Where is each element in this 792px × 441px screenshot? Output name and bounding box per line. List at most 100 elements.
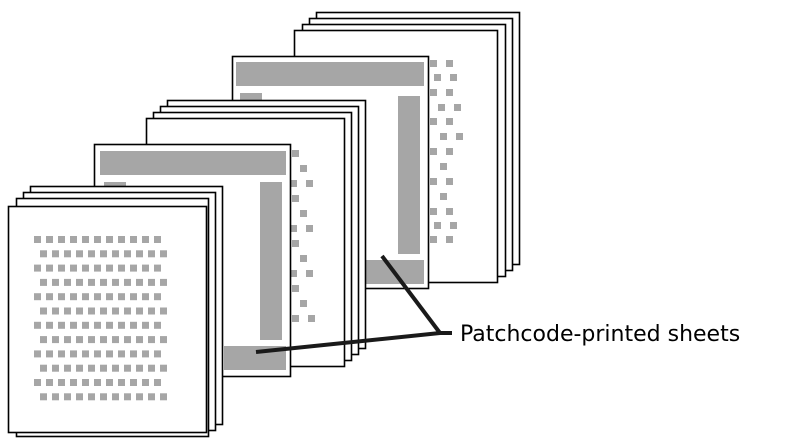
text-dot	[58, 350, 65, 358]
text-dot	[82, 379, 89, 386]
text-dot	[450, 222, 457, 229]
text-dot	[76, 278, 83, 286]
text-dot	[456, 133, 463, 140]
text-dot	[76, 307, 83, 315]
callout-label: Patchcode-printed sheets	[460, 322, 741, 347]
text-dot	[434, 74, 441, 81]
text-dot	[130, 293, 137, 301]
text-dot	[446, 178, 453, 185]
text-dot	[154, 264, 161, 272]
text-dot	[70, 264, 77, 272]
text-dot	[76, 364, 83, 372]
text-dot	[430, 148, 437, 155]
text-dot	[58, 264, 65, 272]
text-dot	[292, 195, 299, 202]
text-dot	[70, 293, 77, 301]
text-dot	[124, 364, 131, 372]
text-dot	[160, 250, 167, 258]
text-dot	[306, 180, 313, 187]
text-dot	[106, 379, 113, 386]
text-dot	[118, 293, 125, 301]
text-dot	[40, 278, 47, 286]
text-dot	[300, 165, 307, 172]
patch-bar-side	[260, 182, 282, 340]
text-dot	[292, 240, 299, 247]
text-dot	[58, 293, 65, 301]
text-dot	[34, 293, 41, 301]
text-dot	[100, 307, 107, 315]
text-dot	[118, 264, 125, 272]
text-dot	[64, 278, 71, 286]
text-dot	[88, 250, 95, 258]
text-dot	[100, 364, 107, 372]
text-dot	[124, 393, 131, 401]
text-dot	[160, 364, 167, 372]
text-dot	[100, 278, 107, 286]
text-dot	[100, 250, 107, 258]
text-dot	[154, 236, 161, 243]
text-dot	[148, 336, 155, 344]
text-dot	[112, 250, 119, 258]
text-dot	[88, 336, 95, 344]
text-dot	[94, 264, 101, 272]
text-dot	[46, 264, 53, 272]
text-dot	[430, 118, 437, 125]
text-dot	[46, 350, 53, 358]
text-dot	[94, 321, 101, 329]
text-dot	[112, 336, 119, 344]
text-dot	[454, 104, 461, 111]
text-dot	[124, 307, 131, 315]
text-dot	[40, 393, 47, 401]
text-dot	[118, 379, 125, 386]
text-dot	[64, 307, 71, 315]
text-dot	[142, 236, 149, 243]
text-dot	[34, 264, 41, 272]
text-dot	[130, 379, 137, 386]
text-dot	[70, 379, 77, 386]
patch-bar-side	[398, 96, 420, 254]
patch-bar-top	[236, 62, 424, 86]
text-dot	[446, 208, 453, 215]
text-dot	[160, 278, 167, 286]
patch-bar-top	[100, 151, 286, 175]
text-dot	[112, 393, 119, 401]
text-dot	[136, 364, 143, 372]
text-dot	[46, 236, 53, 243]
text-dot	[112, 364, 119, 372]
text-dot	[308, 315, 315, 322]
text-dot	[82, 321, 89, 329]
text-dot	[118, 350, 125, 358]
text-dot	[136, 250, 143, 258]
text-dot	[446, 118, 453, 125]
text-dot	[64, 336, 71, 344]
text-dot	[88, 393, 95, 401]
text-dot	[142, 350, 149, 358]
text-dot	[434, 222, 441, 229]
text-dot	[148, 278, 155, 286]
leader-line-right	[380, 254, 442, 335]
text-dot	[124, 336, 131, 344]
text-dot	[300, 300, 307, 307]
text-dot	[82, 264, 89, 272]
text-dot	[58, 379, 65, 386]
text-dot	[430, 60, 437, 67]
text-dot	[70, 350, 77, 358]
text-dot	[94, 379, 101, 386]
text-dot	[52, 393, 59, 401]
text-dot	[82, 293, 89, 301]
text-dot	[76, 336, 83, 344]
text-dot	[160, 307, 167, 315]
text-dot	[34, 321, 41, 329]
text-dot	[148, 364, 155, 372]
text-dot	[142, 293, 149, 301]
text-dot	[94, 236, 101, 243]
text-dot	[430, 236, 437, 243]
text-dot	[148, 393, 155, 401]
text-dot	[106, 350, 113, 358]
text-dot	[106, 293, 113, 301]
text-dot	[52, 364, 59, 372]
text-dot	[446, 60, 453, 67]
text-dot	[34, 236, 41, 243]
text-dot	[154, 293, 161, 301]
